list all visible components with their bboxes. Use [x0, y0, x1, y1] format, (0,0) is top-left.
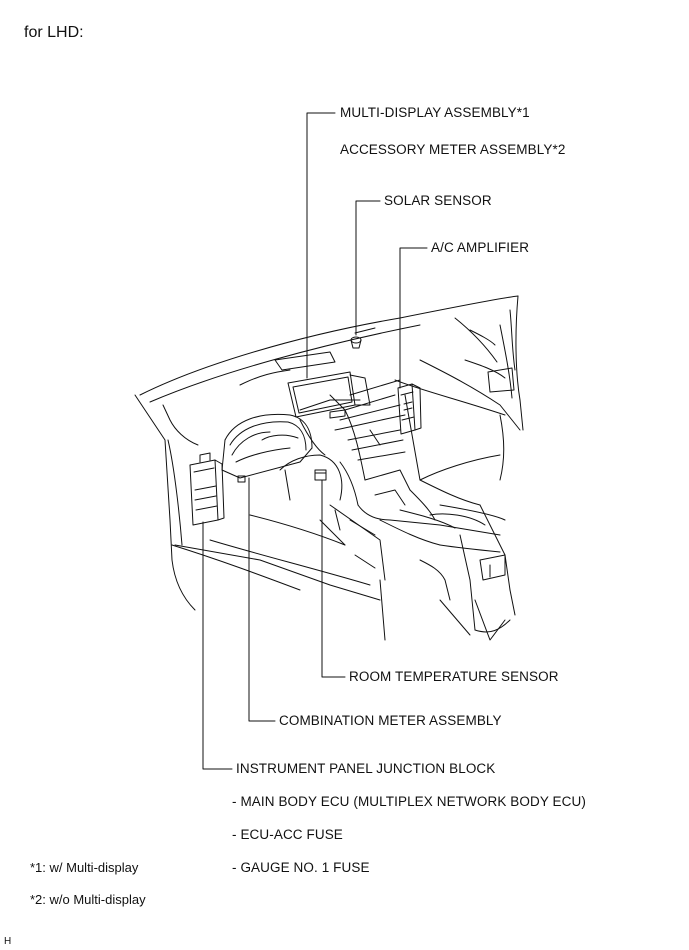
- solar-sensor-shape: [350, 336, 362, 349]
- label-multi-display-assembly: MULTI-DISPLAY ASSEMBLY*1: [340, 105, 530, 120]
- footnote-1: *1: w/ Multi-display: [30, 860, 139, 875]
- label-main-body-ecu: - MAIN BODY ECU (MULTIPLEX NETWORK BODY …: [232, 794, 586, 809]
- label-room-temperature-sensor: ROOM TEMPERATURE SENSOR: [349, 669, 559, 684]
- leader-room-temp-sensor: [321, 479, 346, 678]
- leader-multi-display: [306, 112, 336, 379]
- corner-mark: H: [4, 936, 12, 947]
- ac-amplifier-shape: [397, 383, 422, 435]
- label-solar-sensor: SOLAR SENSOR: [384, 193, 492, 208]
- label-ac-amplifier: A/C AMPLIFIER: [431, 240, 530, 255]
- label-ecu-acc-fuse: - ECU-ACC FUSE: [232, 827, 343, 842]
- leader-junction-block: [202, 521, 233, 770]
- label-accessory-meter-assembly: ACCESSORY METER ASSEMBLY*2: [340, 142, 566, 157]
- combination-meter-shape: [221, 413, 313, 483]
- room-temp-sensor-shape: [314, 469, 327, 481]
- multi-display-shape: [287, 371, 371, 419]
- leader-solar-sensor: [355, 200, 381, 336]
- dashboard-outline: [134, 295, 524, 641]
- footnote-2: *2: w/o Multi-display: [30, 892, 146, 907]
- leader-combination-meter: [248, 477, 276, 722]
- leader-ac-amplifier: [399, 247, 428, 389]
- page-header: for LHD:: [24, 24, 84, 41]
- junction-block-shape: [189, 452, 225, 526]
- leader-lines: [202, 112, 428, 770]
- label-instrument-panel-junction-block: INSTRUMENT PANEL JUNCTION BLOCK: [236, 761, 496, 776]
- label-combination-meter-assembly: COMBINATION METER ASSEMBLY: [279, 713, 502, 728]
- label-gauge-no1-fuse: - GAUGE NO. 1 FUSE: [232, 860, 370, 875]
